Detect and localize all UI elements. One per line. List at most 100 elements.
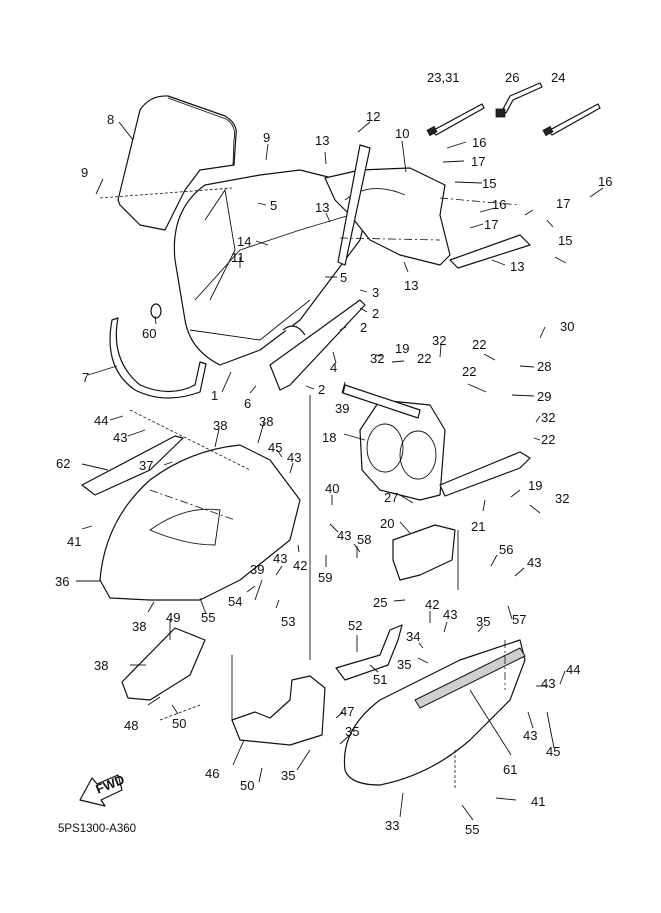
inner-panel-part <box>324 144 531 269</box>
callout-5b: 5 <box>340 270 347 285</box>
callout-6: 6 <box>244 396 251 411</box>
callout-38a: 38 <box>213 418 227 433</box>
callout-55b: 55 <box>465 822 479 837</box>
callout-22b: 22 <box>472 337 486 352</box>
callout-54: 54 <box>228 594 242 609</box>
callout-46: 46 <box>205 766 219 781</box>
callout-10: 10 <box>395 126 409 141</box>
callout-16b: 16 <box>598 174 612 189</box>
callout-51: 51 <box>373 672 387 687</box>
callout-18: 18 <box>322 430 336 445</box>
callout-32d: 32 <box>555 491 569 506</box>
callout-40: 40 <box>325 481 339 496</box>
callout-11: 11 <box>231 250 245 265</box>
callout-43d: 43 <box>337 528 351 543</box>
callout-59: 59 <box>318 570 332 585</box>
callout-1: 1 <box>211 388 218 403</box>
callout-48: 48 <box>124 718 138 733</box>
diagram-code: 5PS1300-A360 <box>58 823 136 835</box>
callout-56: 56 <box>499 542 513 557</box>
callout-35c: 35 <box>345 724 359 739</box>
callout-7: 7 <box>82 370 89 385</box>
callout-5a: 5 <box>270 198 277 213</box>
callout-53: 53 <box>281 614 295 629</box>
panel-46-part <box>231 675 326 746</box>
callout-19a: 19 <box>395 341 409 356</box>
callout-27: 27 <box>384 490 398 505</box>
callout-43a: 43 <box>113 430 127 445</box>
callout-23-31: 23,31 <box>427 70 460 85</box>
callout-55a: 55 <box>201 610 215 625</box>
callout-35b: 35 <box>397 657 411 672</box>
callout-30: 30 <box>560 319 574 334</box>
fwd-arrow-icon: FWD <box>79 772 127 807</box>
callout-29: 29 <box>537 389 551 404</box>
callout-25: 25 <box>373 595 387 610</box>
callout-16c: 16 <box>492 197 506 212</box>
callout-37: 37 <box>139 458 153 473</box>
callout-28: 28 <box>537 359 551 374</box>
callout-2b: 2 <box>360 320 367 335</box>
callout-36: 36 <box>55 574 69 589</box>
callout-42a: 42 <box>293 558 307 573</box>
callout-24: 24 <box>551 70 565 85</box>
callout-9b: 9 <box>81 165 88 180</box>
callout-15a: 15 <box>482 176 496 191</box>
callout-41a: 41 <box>67 534 81 549</box>
callout-4: 4 <box>330 360 337 375</box>
callout-60: 60 <box>142 326 156 341</box>
callout-42b: 42 <box>425 597 439 612</box>
callout-50b: 50 <box>240 778 254 793</box>
callout-43e: 43 <box>527 555 541 570</box>
callout-38c: 38 <box>132 619 146 634</box>
callout-34: 34 <box>406 629 420 644</box>
callout-16a: 16 <box>472 135 486 150</box>
callout-20: 20 <box>380 516 394 531</box>
callout-49: 49 <box>166 610 180 625</box>
callout-2a: 2 <box>372 306 379 321</box>
callout-41b: 41 <box>531 794 545 809</box>
callout-38b: 38 <box>259 414 273 429</box>
callout-17a: 17 <box>471 154 485 169</box>
stay-20-part <box>392 524 456 581</box>
callout-19b: 19 <box>528 478 542 493</box>
molding-part <box>109 317 207 399</box>
left-side-cover-part <box>99 444 301 601</box>
callout-32a: 32 <box>370 351 384 366</box>
callout-35d: 35 <box>281 768 295 783</box>
callout-43c: 43 <box>273 551 287 566</box>
graphic-62-part <box>81 435 184 496</box>
callout-39b: 39 <box>250 562 264 577</box>
callout-13b: 13 <box>315 200 329 215</box>
callout-3: 3 <box>372 285 379 300</box>
callout-44a: 44 <box>94 413 108 428</box>
cowling-bracket-part <box>269 299 366 391</box>
callout-12: 12 <box>366 109 380 124</box>
callout-57: 57 <box>512 612 526 627</box>
alignment-lines <box>99 187 521 790</box>
callout-32b: 32 <box>432 333 446 348</box>
windshield-part <box>117 95 237 231</box>
callout-21: 21 <box>471 519 485 534</box>
callouts: 8 9 9 12 10 13 16 17 15 23,31 26 24 16 1… <box>55 70 612 837</box>
callout-43h: 43 <box>523 728 537 743</box>
callout-26: 26 <box>505 70 519 85</box>
cable-ties <box>426 82 601 137</box>
callout-52: 52 <box>348 618 362 633</box>
front-cowling-part <box>150 169 371 366</box>
callout-47: 47 <box>340 704 354 719</box>
stay-51-part <box>335 624 403 681</box>
callout-44b: 44 <box>566 662 580 677</box>
callout-22a: 22 <box>417 351 431 366</box>
callout-45b: 45 <box>546 744 560 759</box>
callout-13a: 13 <box>315 133 329 148</box>
callout-43g: 43 <box>541 676 555 691</box>
callout-13c: 13 <box>404 278 418 293</box>
callout-62: 62 <box>56 456 70 471</box>
callout-45a: 45 <box>268 440 282 455</box>
callout-33: 33 <box>385 818 399 833</box>
callout-15b: 15 <box>558 233 572 248</box>
callout-43b: 43 <box>287 450 301 465</box>
callout-43f: 43 <box>443 607 457 622</box>
